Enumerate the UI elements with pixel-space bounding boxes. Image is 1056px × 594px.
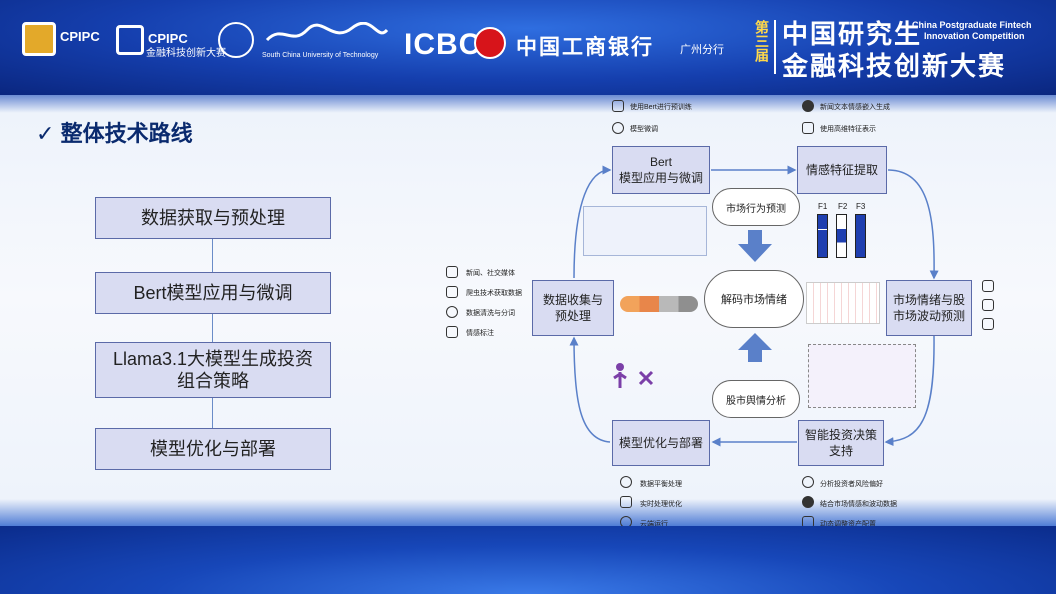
refresh-icon [802, 476, 814, 488]
university-calligraphy-icon [265, 22, 389, 42]
feature-bar [817, 214, 828, 258]
node-emotion: 情感特征提取 [797, 146, 887, 194]
feature-bar [855, 214, 866, 258]
connector-line [212, 398, 213, 428]
lstm-thumbnail [808, 344, 916, 408]
cpipc-logo-icon [116, 25, 144, 55]
cpipc-logo-text: CPIPC [148, 31, 188, 46]
note: 新闻、社交媒体 [466, 270, 515, 277]
icbc-emblem-icon [474, 27, 506, 59]
note: 使用高维特征表示 [820, 126, 876, 133]
cloud-market-behavior: 市场行为预测 [712, 188, 800, 226]
connector-line [212, 239, 213, 272]
check-icon: ✓ [36, 121, 55, 146]
person-icon [613, 363, 654, 388]
note: 数据平衡处理 [640, 481, 682, 488]
note: 数据清洗与分词 [466, 310, 515, 317]
university-seal-icon [218, 22, 254, 58]
node-invest: 智能投资决策 支持 [798, 420, 884, 466]
icbc-logo-text: ICBC [404, 28, 482, 61]
divider [774, 20, 776, 74]
chart-list-icon [982, 280, 994, 292]
header-banner: CPIPC CPIPC 金融科技创新大赛 South China Univers… [0, 0, 1056, 95]
note: 新闻文本情感嵌入生成 [820, 104, 890, 111]
node-market: 市场情绪与股 市场波动预测 [886, 280, 972, 336]
cube-icon [612, 122, 624, 134]
f2-label: F2 [838, 202, 848, 211]
node-bert: Bert 模型应用与微调 [612, 146, 710, 194]
contest-en-2: Innovation Competition [924, 31, 1025, 41]
tag-icon [446, 326, 458, 338]
network-icon [620, 476, 632, 488]
bank-name: 中国工商银行 [516, 36, 654, 59]
contest-title-2: 金融科技创新大赛 [782, 51, 1007, 81]
bar-chart-icon [982, 318, 994, 330]
note: 情感标注 [466, 330, 494, 337]
footer-band [0, 526, 1056, 594]
database-icon [446, 306, 458, 318]
feature-bar [836, 214, 847, 258]
step-box: Bert模型应用与微调 [95, 272, 331, 314]
step-box: Llama3.1大模型生成投资组合策略 [95, 342, 331, 398]
note: 模型微调 [630, 126, 658, 133]
stock-chart-thumbnail [806, 282, 880, 324]
note: 动态调整资产配置 [820, 521, 876, 528]
f1-label: F1 [818, 202, 828, 211]
node-collect: 数据收集与 预处理 [532, 280, 614, 336]
progress-dots-icon [620, 296, 698, 312]
smile-icon [802, 100, 814, 112]
cpipc-logo-text: CPIPC [60, 29, 100, 44]
connector-line [212, 314, 213, 342]
page-title: ✓ 整体技术路线 [36, 121, 193, 146]
dimension-icon [802, 122, 814, 134]
cloud-center: 解码市场情绪 [704, 270, 804, 328]
note: 云端运行 [640, 521, 668, 528]
note: 分析投资者风险偏好 [820, 481, 883, 488]
cpipc-logo-icon [22, 22, 56, 56]
bank-branch: 广州分行 [680, 44, 724, 56]
contest-en-1: China Postgraduate Fintech [912, 20, 1032, 30]
brain-icon [612, 100, 624, 112]
f3-label: F3 [856, 202, 866, 211]
monitor-icon [446, 266, 458, 278]
contest-title-1: 中国研究生 [782, 19, 923, 49]
university-name: South China University of Technology [262, 52, 379, 59]
note: 实时处理优化 [640, 501, 682, 508]
contest-number: 第三届 [754, 20, 770, 62]
node-optimize: 模型优化与部署 [612, 420, 710, 466]
step-box: 模型优化与部署 [95, 428, 331, 470]
cloud-sentiment-analysis: 股市舆情分析 [712, 380, 800, 418]
cloud-icon [802, 496, 814, 508]
step-box: 数据获取与预处理 [95, 197, 331, 239]
document-icon [446, 286, 458, 298]
screen-icon [620, 496, 632, 508]
bert-architecture-thumbnail [583, 206, 707, 256]
note: 结合市场情感和波动数据 [820, 501, 897, 508]
note: 爬虫技术获取数据 [466, 290, 522, 297]
note: 使用Bert进行预训练 [630, 104, 692, 111]
line-chart-icon [982, 299, 994, 311]
cpipc-subtitle: 金融科技创新大赛 [146, 48, 226, 59]
